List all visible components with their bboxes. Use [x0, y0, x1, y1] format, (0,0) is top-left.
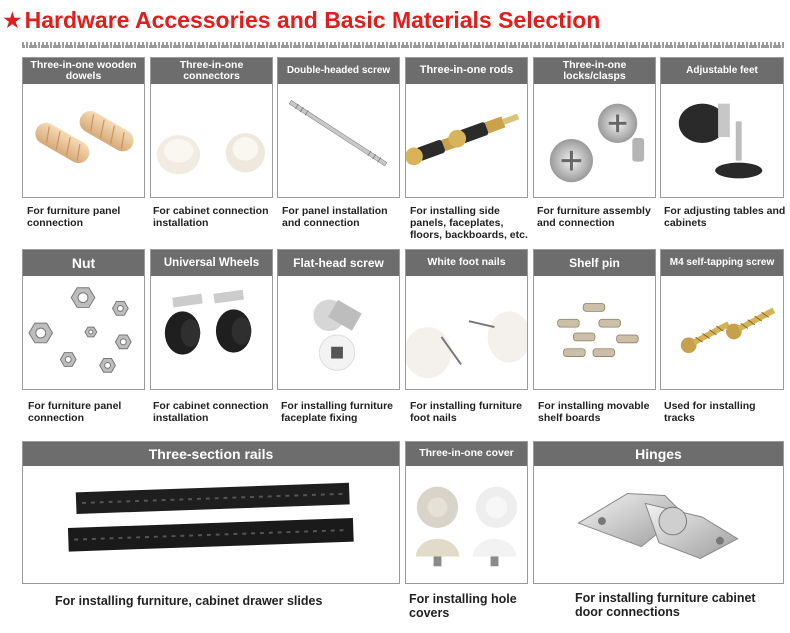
product-title: Three-in-one rods — [406, 58, 527, 84]
product-card-shelf-pin[interactable]: Shelf pin — [533, 249, 656, 390]
product-caption: For installing movable shelf boards — [538, 400, 650, 424]
shelf-pin-image — [534, 276, 655, 389]
product-caption: For furniture panel connection — [28, 400, 122, 424]
product-card-locks[interactable]: Three-in-one locks/clasps — [533, 57, 656, 198]
double-headed-screw-image — [278, 84, 399, 197]
product-card-nut[interactable]: Nut — [22, 249, 145, 390]
product-card-adjustable-feet[interactable]: Adjustable feet — [660, 57, 784, 198]
product-card-rods[interactable]: Three-in-one rods — [405, 57, 528, 198]
product-title: Double-headed screw — [278, 58, 399, 84]
product-card-double-headed-screw[interactable]: Double-headed screw — [277, 57, 400, 198]
product-title: Three-section rails — [23, 442, 399, 466]
product-caption: For installing furniture, cabinet drawer… — [55, 594, 323, 608]
product-caption: For panel installation and connection — [282, 205, 388, 229]
product-card-three-section-rails[interactable]: Three-section rails — [22, 441, 400, 584]
product-title: Shelf pin — [534, 250, 655, 276]
wooden-dowels-image — [23, 84, 144, 197]
flat-head-screw-image — [278, 276, 399, 389]
product-caption: For furniture assembly and connection — [537, 205, 651, 229]
product-card-universal-wheels[interactable]: Universal Wheels — [150, 249, 273, 390]
star-icon: ★ — [2, 7, 23, 33]
connectors-image — [151, 84, 272, 197]
product-card-white-foot-nails[interactable]: White foot nails — [405, 249, 528, 390]
product-title: Three-in-one locks/clasps — [534, 58, 655, 84]
nut-image — [23, 276, 144, 389]
locks-image — [534, 84, 655, 197]
product-caption: For installing furniture cabinet door co… — [575, 591, 756, 619]
title-divider — [22, 42, 784, 48]
product-caption: For installing hole covers — [409, 592, 517, 620]
product-card-wooden-dowels[interactable]: Three-in-one wooden dowels — [22, 57, 145, 198]
product-caption: Used for installing tracks — [664, 400, 756, 424]
product-title: Universal Wheels — [151, 250, 272, 276]
product-card-flat-head-screw[interactable]: Flat-head screw — [277, 249, 400, 390]
page-title: ★Hardware Accessories and Basic Material… — [2, 4, 600, 36]
product-title: Three-in-one connectors — [151, 58, 272, 84]
product-caption: For cabinet connection installation — [153, 205, 269, 229]
page-title-text: Hardware Accessories and Basic Materials… — [24, 7, 601, 33]
three-in-one-cover-image — [406, 466, 527, 583]
product-title: Hinges — [534, 442, 783, 466]
white-foot-nails-image — [406, 276, 527, 389]
m4-screw-image — [661, 276, 783, 389]
product-title: Flat-head screw — [278, 250, 399, 276]
product-title: M4 self-tapping screw — [661, 250, 783, 276]
product-caption: For adjusting tables and cabinets — [664, 205, 786, 229]
product-title: Nut — [23, 250, 144, 276]
product-title: Adjustable feet — [661, 58, 783, 84]
product-caption: For installing furniture foot nails — [410, 400, 522, 424]
product-card-m4-screw[interactable]: M4 self-tapping screw — [660, 249, 784, 390]
product-card-three-in-one-cover[interactable]: Three-in-one cover — [405, 441, 528, 584]
product-caption: For furniture panel connection — [27, 205, 121, 229]
rods-image — [406, 84, 527, 197]
adjustable-feet-image — [661, 84, 783, 197]
product-card-hinges[interactable]: Hinges — [533, 441, 784, 584]
product-card-connectors[interactable]: Three-in-one connectors — [150, 57, 273, 198]
product-caption: For installing side panels, faceplates, … — [410, 205, 528, 241]
three-section-rails-image — [23, 466, 399, 583]
product-title: Three-in-one wooden dowels — [23, 58, 144, 84]
universal-wheels-image — [151, 276, 272, 389]
product-caption: For cabinet connection installation — [153, 400, 269, 424]
product-caption: For installing furniture faceplate fixin… — [281, 400, 393, 424]
hinges-image — [534, 466, 783, 583]
product-title: White foot nails — [406, 250, 527, 276]
product-title: Three-in-one cover — [406, 442, 527, 466]
